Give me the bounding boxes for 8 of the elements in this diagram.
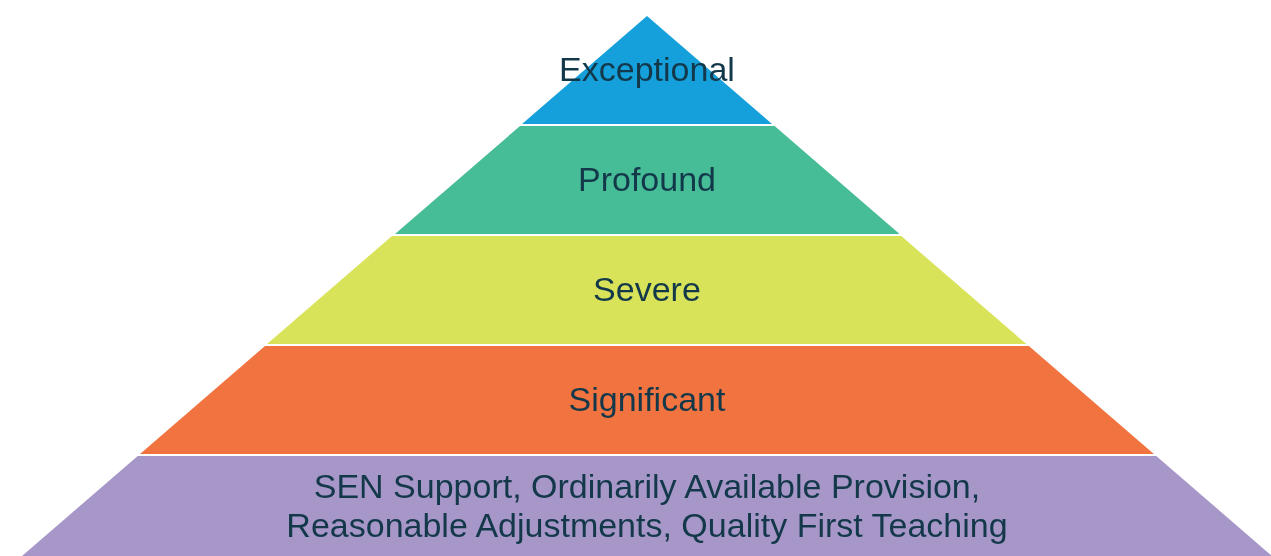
pyramid-level	[22, 456, 1271, 556]
pyramid-level	[267, 236, 1027, 344]
level-label: Significant	[568, 380, 726, 420]
level-label: Profound	[578, 160, 716, 200]
level-label: Severe	[593, 270, 701, 310]
pyramid-level	[140, 346, 1154, 454]
pyramid-level	[394, 126, 900, 234]
level-label: SEN Support, Ordinarily Available Provision, Reasonable Adjustments, Quality First Teaching	[285, 466, 1009, 546]
